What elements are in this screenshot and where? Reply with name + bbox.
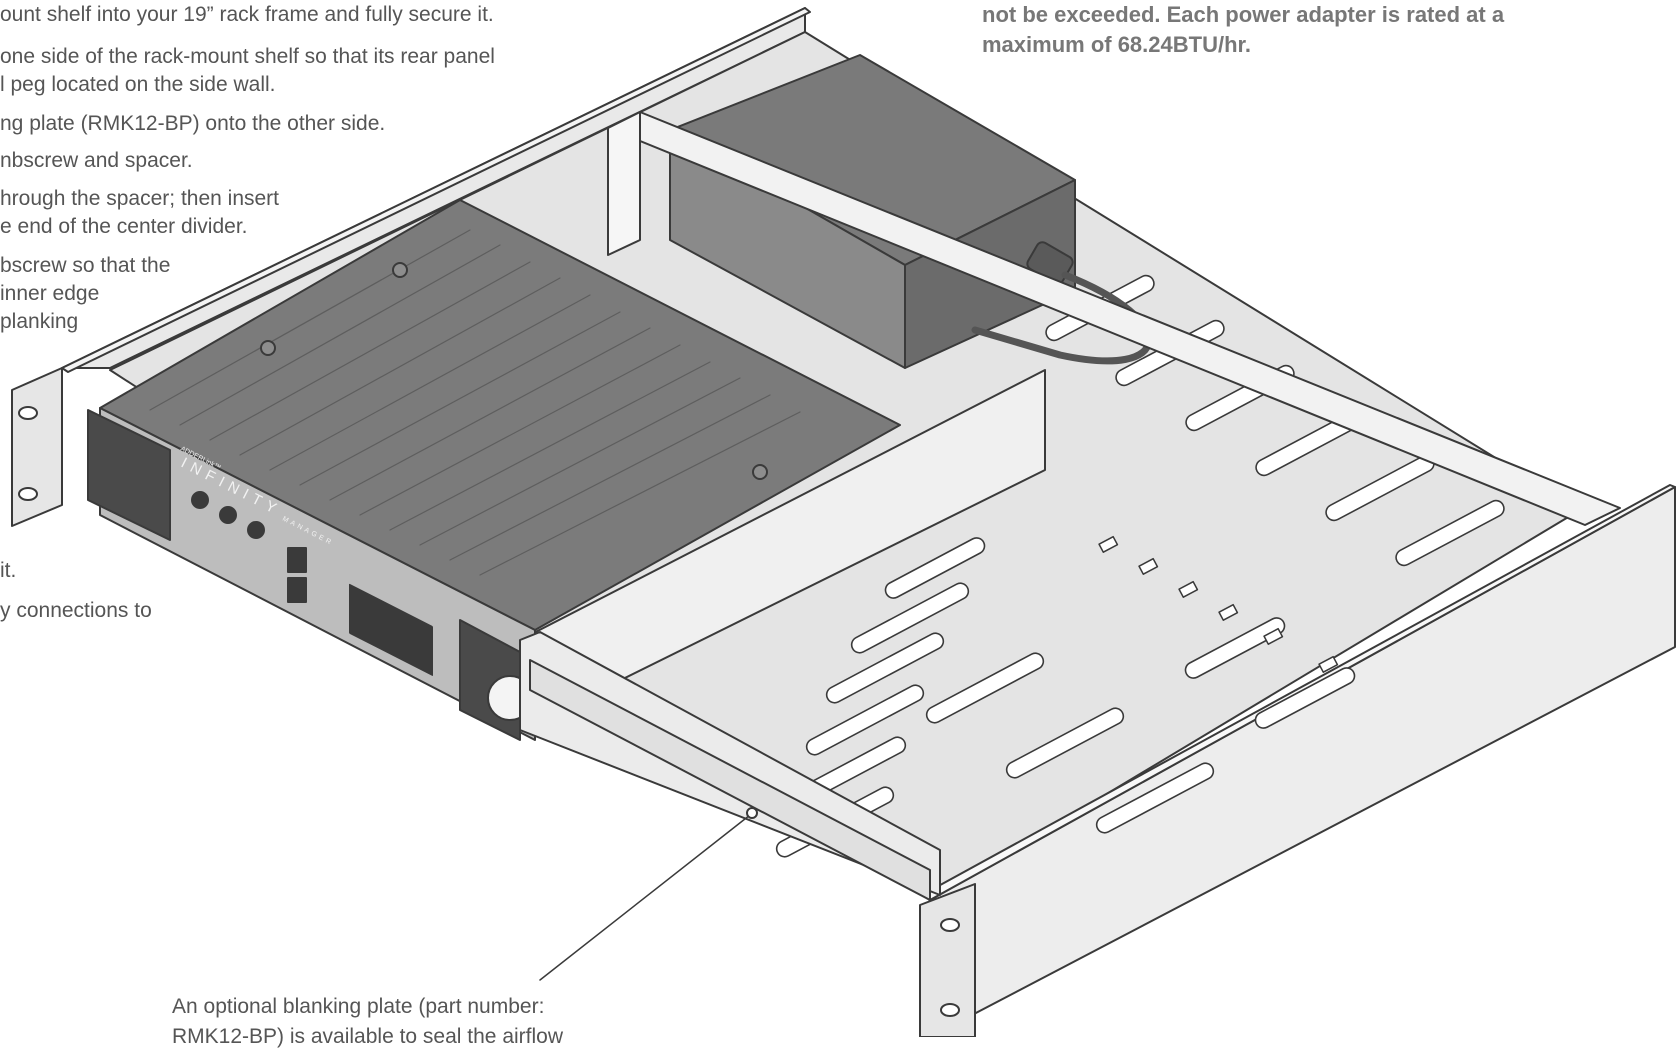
shelf-back-wall-top [61,7,811,373]
step-line-5: nbscrew and spacer. [0,149,193,172]
step-line-12: y connections to [0,599,152,622]
right-ear-hole-bottom [940,1003,960,1017]
left-ear-hole-top [18,406,38,420]
microphone-jack-icon [219,506,237,524]
step-line-8: bscrew so that the [0,254,171,277]
step-line-10: planking [0,310,79,333]
callout-line [539,814,751,981]
front-lip [529,659,931,901]
device-display [349,583,433,676]
warning-line-2: maximum of 68.24BTU/hr. [982,32,1251,57]
step-line-4: ng plate (RMK12-BP) onto the other side. [0,112,386,135]
left-rack-ear [11,367,63,527]
usb-port-2 [287,577,307,603]
headphone-jack-icon [191,491,209,509]
step-line-3: l peg located on the side wall. [0,73,276,96]
warning-line-1: not be exceeded. Each power adapter is r… [982,2,1505,27]
step-line-2: one side of the rack-mount shelf so that… [0,45,495,68]
device-screw-2 [260,340,276,356]
floor-tabs [1098,535,1339,673]
right-ear-hole-top [940,918,960,932]
heat-warning: not be exceeded. Each power adapter is r… [982,0,1622,60]
blanking-plate-caption: An optional blanking plate (part number:… [172,992,632,1052]
step-line-11: it. [0,559,17,582]
center-divider-upright [607,111,641,256]
left-ear-hole-bottom [18,487,38,501]
caption-line-1: An optional blanking plate (part number: [172,995,545,1018]
callout-dot [746,807,758,819]
right-rack-ear [919,883,976,1037]
step-line-7: e end of the center divider. [0,215,248,238]
floor-vent-slots [775,537,1356,858]
step-line-1: ount shelf into your 19” rack frame and … [0,3,494,26]
step-line-9: inner edge [0,282,100,305]
speaker-jack-icon [247,521,265,539]
device-screw-1 [392,262,408,278]
left-vent-grille [87,409,171,541]
step-line-6: hrough the spacer; then insert [0,187,280,210]
heatsink-fins [149,229,801,576]
usb-port-1 [287,547,307,573]
device-screw-3 [752,464,768,480]
